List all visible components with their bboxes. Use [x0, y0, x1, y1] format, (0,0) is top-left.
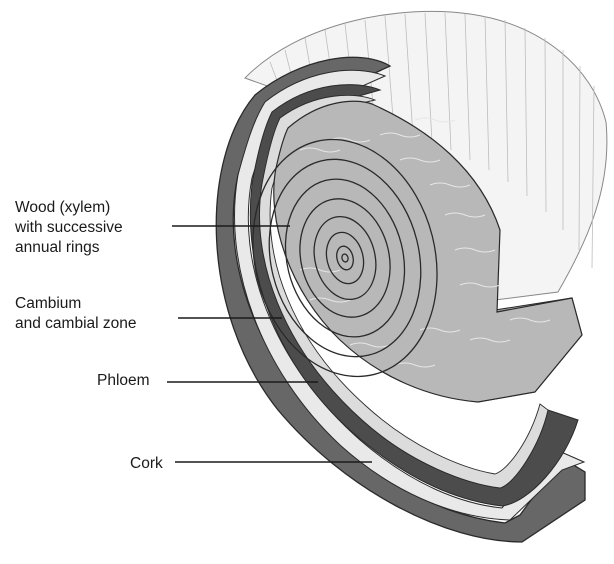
cork-label: Cork: [130, 454, 163, 474]
phloem-label: Phloem: [97, 371, 150, 391]
wood-xylem-label: Wood (xylem) with successive annual ring…: [15, 198, 123, 258]
cambium-label: Cambium and cambial zone: [15, 294, 137, 334]
